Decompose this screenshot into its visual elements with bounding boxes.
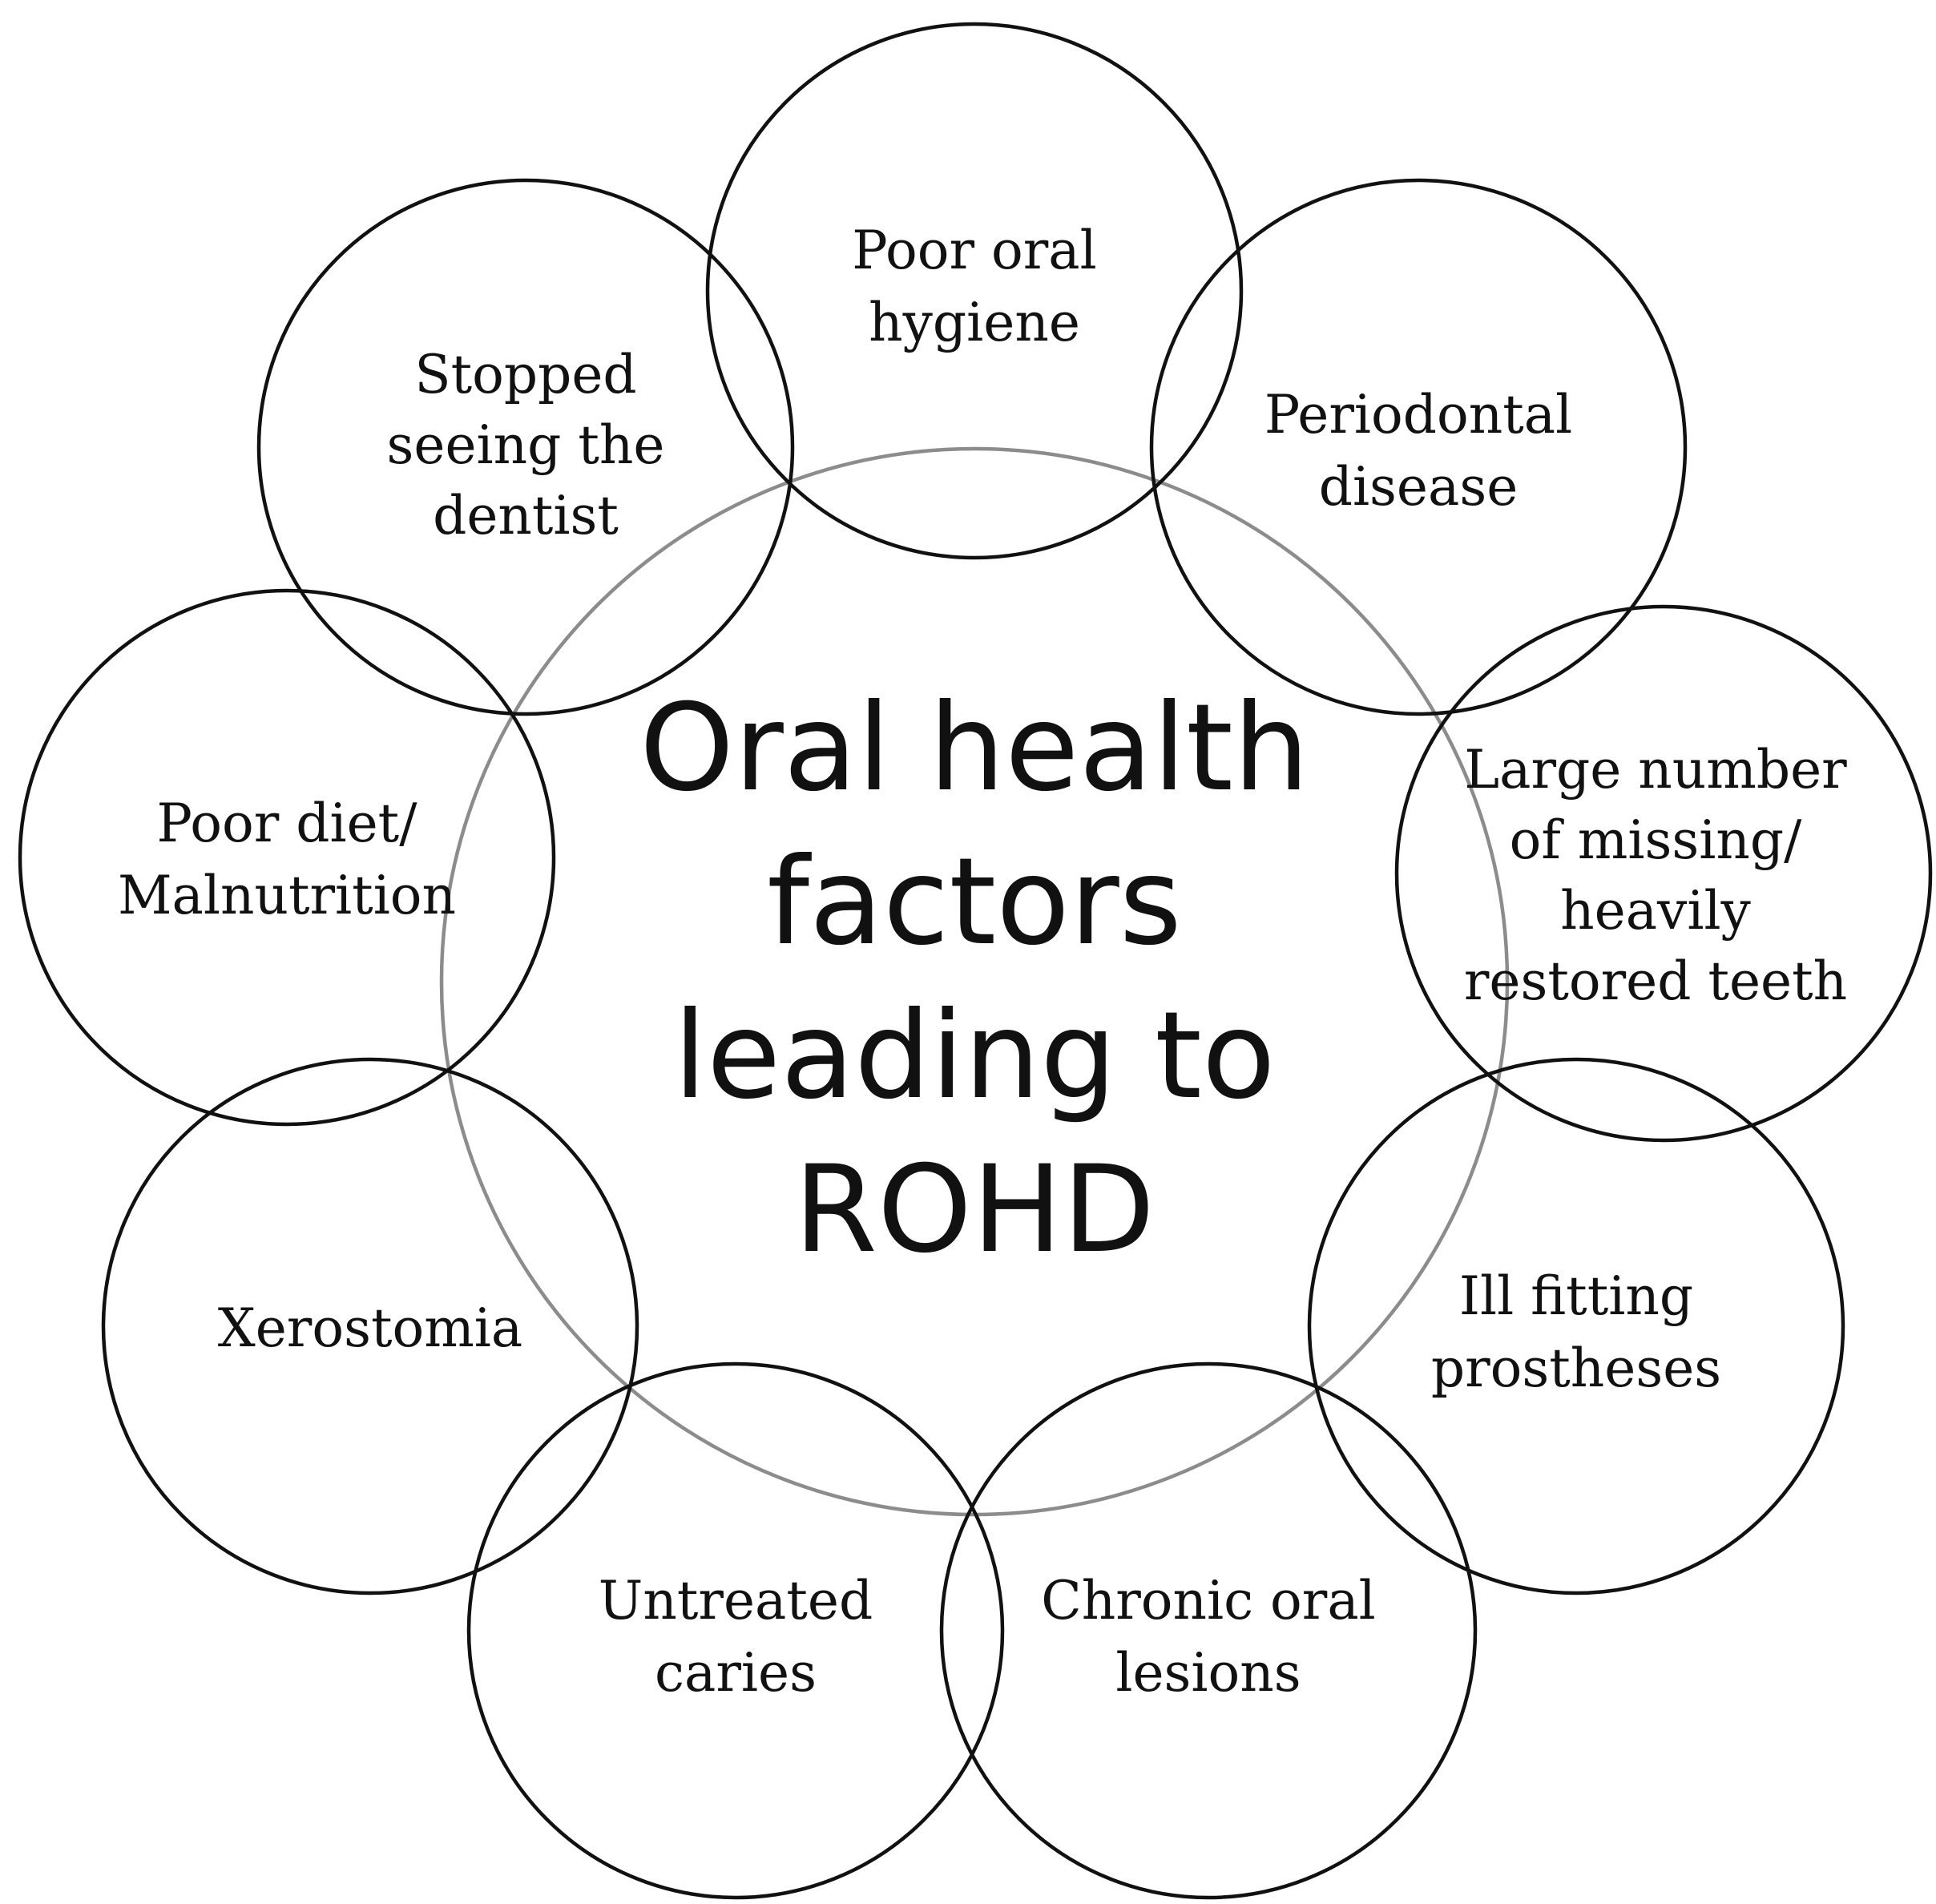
factor-label-line: Xerostomia	[218, 1297, 523, 1359]
factor-label-line: Chronic oral	[1041, 1570, 1376, 1632]
factor-label-line: Periodontal	[1264, 384, 1572, 446]
factor-label-line: Poor diet/	[157, 793, 418, 854]
factor-label-line: Stopped	[414, 344, 636, 405]
factor-circles	[18, 22, 1933, 1900]
factor-label-line: Untreated	[599, 1570, 873, 1632]
center-circle	[439, 446, 1510, 1517]
factor-label-ill-fitting-prostheses: Ill fitting prostheses	[1431, 1265, 1721, 1399]
factor-label-line: restored teeth	[1464, 950, 1847, 1012]
center-title-line: leading to	[673, 986, 1275, 1126]
factor-label-line: dentist	[433, 485, 619, 547]
factor-label-line: Large number	[1464, 739, 1847, 801]
factor-label-line: Malnutrition	[118, 865, 456, 926]
factor-label-line: caries	[655, 1642, 817, 1704]
factor-label-missing-restored-teeth: Large number of missing/heavily restored t…	[1464, 739, 1847, 1012]
factor-label-line: prostheses	[1431, 1337, 1721, 1399]
factor-label-stopped-seeing-dentist: Stopped seeing the dentist	[387, 344, 665, 547]
factor-label-chronic-oral-lesions: Chronic oral lesions	[1041, 1570, 1376, 1704]
factor-circle-xerostomia	[101, 1057, 639, 1595]
factor-circle-poor-oral-hygiene	[705, 22, 1244, 560]
factor-label-untreated-caries: Untreated caries	[599, 1570, 873, 1704]
factor-label-line: seeing the	[387, 414, 665, 476]
factor-label-line: Ill fitting	[1459, 1265, 1693, 1327]
factor-circle-poor-diet-malnutrition	[18, 588, 556, 1127]
center-title-line: Oral health	[639, 679, 1309, 818]
factor-label-line: lesions	[1115, 1642, 1301, 1704]
factor-label-poor-diet-malnutrition: Poor diet/Malnutrition	[118, 793, 456, 926]
factor-label-line: Poor oral	[852, 220, 1096, 281]
factor-circle-periodontal-disease	[1149, 178, 1688, 716]
factor-label-periodontal-disease: Periodontal disease	[1264, 384, 1572, 518]
factor-label-poor-oral-hygiene: Poor oral hygiene	[852, 220, 1096, 353]
factor-label-xerostomia: Xerostomia	[218, 1297, 523, 1359]
factor-circle-ill-fitting-prostheses	[1307, 1057, 1845, 1595]
center-title-line: ROHD	[794, 1140, 1156, 1280]
factor-label-line: heavily	[1560, 880, 1751, 942]
factor-label-line: disease	[1319, 456, 1519, 518]
factor-circle-untreated-caries	[466, 1361, 1005, 1900]
factor-label-line: hygiene	[869, 292, 1080, 353]
factor-circle-stopped-seeing-dentist	[256, 178, 795, 716]
factor-label-line: of missing/	[1510, 809, 1802, 871]
center-title-line: factors	[767, 833, 1182, 972]
factor-circle-missing-restored-teeth	[1394, 604, 1933, 1143]
factor-circle-chronic-oral-lesions	[939, 1361, 1478, 1900]
